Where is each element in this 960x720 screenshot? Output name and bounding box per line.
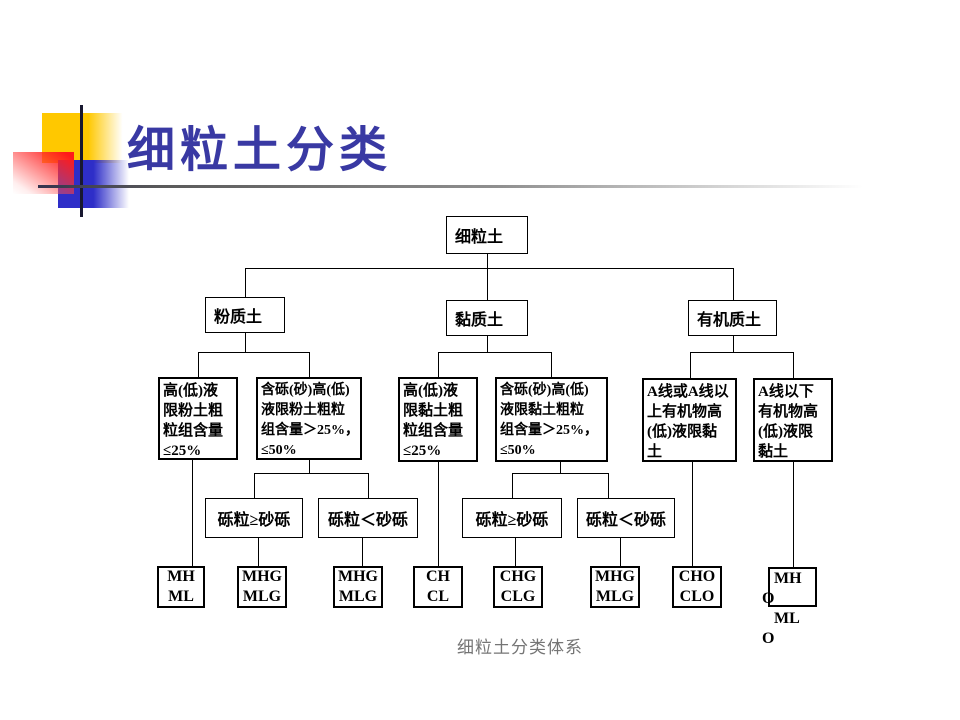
node-gravel-ge-sand-2: 砾粒≥砂砾 [462,498,562,538]
connector-line [198,352,199,377]
connector-line [198,352,310,353]
connector-line [690,352,691,378]
connector-line [733,336,734,352]
connector-line [438,352,552,353]
connector-line [793,462,794,567]
connector-line [258,538,259,566]
node-organic-above-a: A线或A线以 上有机物高 (低)液限黏 土 [642,378,737,462]
leaf-ch-cl: CH CL [413,566,463,608]
node-root: 细粒土 [446,216,528,254]
decor-vertical-line [80,105,83,217]
connector-line [551,352,552,377]
connector-line [438,462,439,566]
node-clayey-gravelly: 含砾(砂)高(低) 液限黏土粗粒 组含量＞25%， ≤50% [495,377,608,462]
connector-line [192,460,193,566]
node-organic-below-a: A线以下 有机物高 (低)液限 黏土 [753,378,833,462]
title-divider-line [38,185,880,188]
node-gravel-ge-sand-1: 砾粒≥砂砾 [205,498,303,538]
node-organic: 有机质土 [688,300,777,336]
connector-line [620,538,621,566]
connector-line [245,333,246,352]
connector-line [245,268,734,269]
node-clayey: 黏质土 [446,300,528,336]
connector-line [793,352,794,378]
leaf-mhg-mlg-3: MHG MLG [590,566,640,608]
leaf-chg-clg: CHG CLG [493,566,543,608]
node-silty-low: 高(低)液 限粉土粗 粒组含量 ≤25% [158,377,238,460]
connector-line [254,473,369,474]
node-gravel-lt-sand-1: 砾粒＜砂砾 [318,498,418,538]
connector-line [309,352,310,377]
connector-line [692,462,693,566]
connector-line [487,268,488,300]
node-clayey-low: 高(低)液 限黏土粗 粒组含量 ≤25% [398,377,478,462]
connector-line [608,473,609,498]
leaf-mh-ml: MH ML [157,566,205,608]
connector-line [487,336,488,352]
leaf-cho-clo: CHO CLO [672,566,722,608]
connector-line [245,268,246,297]
connector-line [368,473,369,498]
leaf-mhg-mlg-1: MHG MLG [237,566,287,608]
diagram-caption: 细粒土分类体系 [457,638,583,657]
page-title: 细粒土分类 [127,124,393,177]
connector-line [512,473,609,474]
connector-line [512,473,513,498]
connector-line [254,473,255,498]
connector-line [487,254,488,268]
connector-line [690,352,794,353]
connector-line [362,538,363,566]
connector-line [560,462,561,473]
leaf-mhg-mlg-2: MHG MLG [333,566,383,608]
node-gravel-lt-sand-2: 砾粒＜砂砾 [577,498,675,538]
leaf-mho-mlo-label: MH O ML O [762,570,802,647]
node-silty: 粉质土 [205,297,285,333]
connector-line [309,460,310,473]
connector-line [515,538,516,566]
node-silty-gravelly: 含砾(砂)高(低) 液限粉土粗粒 组含量＞25%， ≤50% [256,377,362,460]
leaf-mho-mlo-box [768,567,817,607]
connector-line [438,352,439,377]
connector-line [733,268,734,300]
